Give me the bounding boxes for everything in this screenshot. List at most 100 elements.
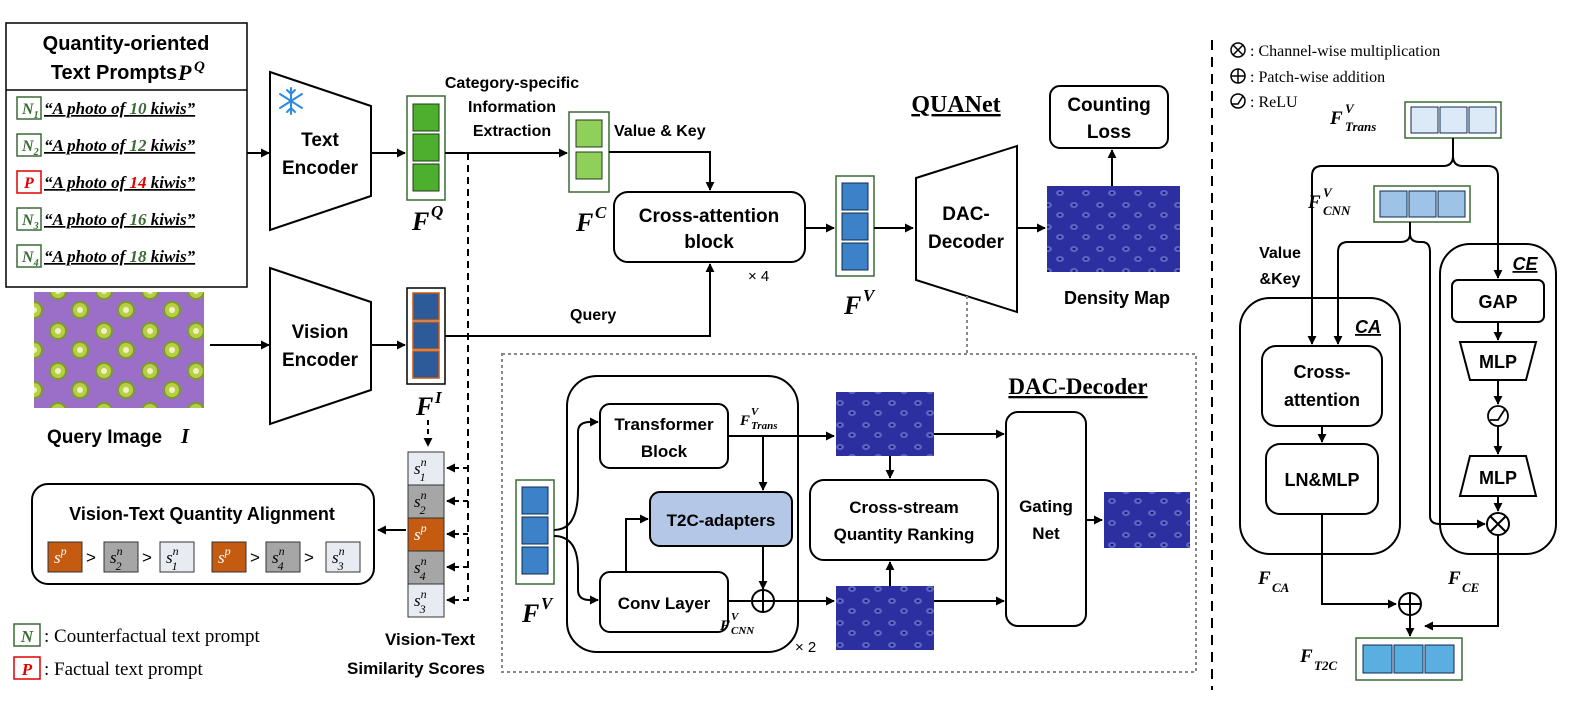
prompt-text: “A photo of 10 kiwis” (44, 99, 196, 118)
arrow-fc-to-cross-attention (609, 151, 715, 191)
fca-sub: CA (1272, 580, 1290, 595)
fq-label-sup: Q (431, 202, 443, 221)
prompt-text: “A photo of 12 kiwis” (44, 136, 196, 155)
query-image (34, 292, 204, 408)
fv-token-2 (841, 212, 869, 241)
t2c-adapters-label: T2C-adapters (667, 511, 776, 530)
vision-encoder (269, 266, 372, 426)
fv-detail-label-sup: V (541, 594, 554, 613)
fq-label: F (411, 207, 429, 236)
ft2c-label: F (1299, 646, 1313, 667)
gap-label: GAP (1478, 292, 1517, 312)
ft2c-sub: T2C (1314, 658, 1337, 673)
arrow-ce-to-add (1424, 535, 1499, 631)
cross-attention-line1: Cross-attention (639, 206, 779, 227)
ftrans-cell-2 (1439, 106, 1468, 134)
fcnn-cell-1 (1379, 190, 1408, 218)
mlp2-label: MLP (1479, 468, 1517, 488)
snowflake-icon (279, 87, 303, 115)
transformer-line1: Transformer (614, 415, 714, 434)
ftrans-detail-label: F (739, 413, 750, 429)
fv-label: F (843, 291, 861, 320)
legend-n-tag-box (13, 623, 41, 647)
quanet-label: QUANet (911, 92, 1000, 118)
fi-token-1 (412, 292, 440, 321)
fv-detail-token-3 (521, 546, 549, 575)
prompt-row: N1“A photo of 10 kiwis” (16, 96, 196, 121)
dac-decoder-line2: Decoder (928, 232, 1005, 253)
prompt-row: N4“A photo of 18 kiwis” (16, 244, 196, 269)
fc-label-sup: C (595, 203, 607, 222)
alignment-gt-symbol: > (142, 548, 152, 567)
ca-cross-line2: attention (1284, 390, 1360, 410)
arrow-ftrans-to-gap (1452, 155, 1503, 279)
counting-loss-line1: Counting (1067, 95, 1150, 116)
alignment-gt-symbol: > (86, 548, 96, 567)
similarity-label-line1: Vision-Text (385, 630, 475, 649)
ranking-line1: Cross-stream (849, 498, 959, 517)
prompts-title-line1: Quantity-oriented (43, 33, 210, 55)
ftrans-sub: Trans (1345, 119, 1376, 134)
fcnn-detail-sub: CNN (731, 625, 755, 637)
similarity-score-cell (407, 517, 445, 552)
counting-loss-block (1049, 85, 1169, 149)
t2c-adapters-block (649, 491, 793, 547)
prompt-text: “A photo of 14 kiwis” (44, 173, 196, 192)
fc-token-2 (575, 151, 603, 180)
query-image-symbol: I (180, 424, 190, 448)
fv-token-3 (841, 242, 869, 271)
value-key-line1: Value (1259, 245, 1301, 262)
score-arrows (446, 463, 468, 605)
value-key-line2: &Key (1260, 271, 1301, 288)
ca-cross-line1: Cross- (1293, 362, 1350, 382)
query-label: Query (570, 307, 616, 324)
legend-n-text: : Counterfactual text prompt (44, 626, 261, 647)
mlp-block-2 (1458, 455, 1538, 497)
similarity-score-cell (407, 484, 445, 519)
repeat-4-label: × 4 (748, 268, 769, 285)
query-image-label: Query Image (47, 427, 162, 448)
ce-title: CE (1512, 254, 1538, 274)
ranking-line2: Quantity Ranking (834, 525, 975, 544)
mlp1-label: MLP (1479, 352, 1517, 372)
legend-n-tag: N (20, 627, 34, 646)
fq-token-2 (412, 133, 440, 162)
prompt-list: N1“A photo of 10 kiwis”N2“A photo of 12 … (16, 96, 196, 269)
category-label-line2: Information (468, 99, 556, 116)
dac-decoder-line1: DAC- (942, 204, 990, 225)
fce-sub: CE (1462, 580, 1480, 595)
dac-decoder-detail-panel (501, 353, 1197, 673)
legend-p-tag: P (21, 660, 33, 679)
ft2c-cell-3 (1424, 644, 1455, 674)
category-label-line1: Category-specific (445, 75, 579, 92)
ca-title: CA (1355, 317, 1381, 337)
fi-token-3 (412, 350, 440, 379)
arrow-ca-to-add (1321, 514, 1397, 609)
legend-relu-text: : ReLU (1250, 94, 1298, 111)
fv-detail-token-1 (521, 486, 549, 515)
prompts-title-sup: Q (194, 59, 205, 75)
channel-multiply-icon (1230, 42, 1246, 58)
prompt-row: P“A photo of 14 kiwis” (16, 170, 196, 194)
alignment-score-cell (159, 541, 195, 573)
legend-p-tag-box (13, 656, 41, 680)
legend-p-text: : Factual text prompt (44, 659, 204, 680)
fcnn-detail-label: F (719, 618, 730, 634)
text-encoder (269, 70, 372, 232)
alignment-score-cell (211, 541, 247, 573)
density-map-label: Density Map (1064, 288, 1170, 308)
gated-output-map (1104, 492, 1190, 548)
dashed-fq-to-scores (458, 153, 469, 601)
alignment-title: Vision-Text Quantity Alignment (69, 504, 335, 524)
fq-token-3 (412, 163, 440, 192)
fcnn-label: F (1307, 192, 1321, 213)
prompt-tag-box (16, 133, 42, 157)
legend-channel-text: : Channel-wise multiplication (1250, 43, 1440, 60)
counting-loss-line2: Loss (1087, 122, 1131, 143)
arrow-ftrans-to-cross (1307, 138, 1454, 345)
